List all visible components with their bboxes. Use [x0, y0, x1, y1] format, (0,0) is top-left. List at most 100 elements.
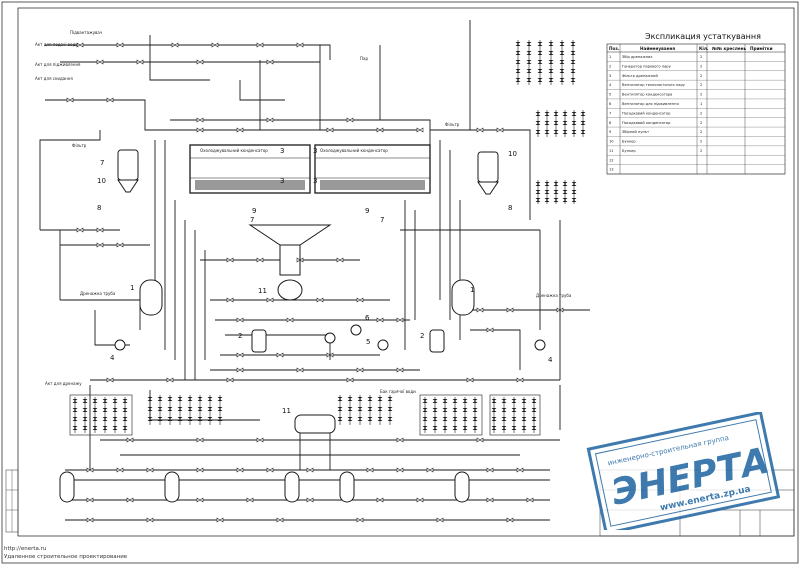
label-condenser-left: Охолоджувальний конденсатор: [200, 148, 268, 153]
gate-valve-icon: [66, 97, 74, 103]
legend-cell: Вентилятор технологічного пару: [622, 83, 686, 87]
valve-icon: [571, 182, 577, 186]
valve-icon: [515, 78, 521, 82]
valve-icon: [548, 51, 554, 55]
note-left-1: Акт для подачі води: [35, 42, 78, 47]
legend-cell: 2: [700, 140, 702, 144]
valve-icon: [357, 407, 363, 411]
valve-icon: [422, 426, 428, 430]
gate-valve-icon: [166, 377, 174, 383]
gate-valve-icon: [106, 377, 114, 383]
valve-icon: [501, 426, 507, 430]
valve-icon: [177, 397, 183, 401]
gate-valve-icon: [356, 297, 364, 303]
valve-icon: [559, 69, 565, 73]
valve-icon: [571, 198, 577, 202]
valve-icon: [347, 417, 353, 421]
valve-icon: [112, 399, 118, 403]
valve-icon: [491, 399, 497, 403]
valve-icon: [112, 417, 118, 421]
valve-icon: [535, 198, 541, 202]
valve-icon: [548, 78, 554, 82]
valve-icon: [102, 408, 108, 412]
gate-valve-icon: [236, 352, 244, 358]
valve-icon: [515, 60, 521, 64]
gate-valve-icon: [356, 367, 364, 373]
valve-icon: [207, 407, 213, 411]
valve-icon: [570, 78, 576, 82]
gate-valve-icon: [236, 317, 244, 323]
valve-icon: [422, 408, 428, 412]
valve-icon: [72, 426, 78, 430]
valve-icon: [377, 397, 383, 401]
enerta-stamp-logo: инженерно-строительная группа ЭНЕРТА www…: [586, 412, 781, 530]
legend-cell: 2: [700, 83, 702, 87]
valve-icon: [559, 78, 565, 82]
gate-valve-icon: [226, 297, 234, 303]
gate-valve-icon: [106, 97, 114, 103]
valve-icon: [553, 190, 559, 194]
gate-valve-icon: [266, 467, 274, 473]
valve-icon: [187, 397, 193, 401]
valve-icon: [544, 190, 550, 194]
valve-icon: [571, 112, 577, 116]
valve-icon: [548, 42, 554, 46]
gate-valve-icon: [276, 517, 284, 523]
gate-valve-icon: [126, 497, 134, 503]
valve-icon: [526, 69, 532, 73]
valve-icon: [112, 408, 118, 412]
valve-icon: [570, 60, 576, 64]
valve-icon: [442, 426, 448, 430]
valve-icon: [432, 417, 438, 421]
valve-icon: [571, 130, 577, 134]
label-steam-top: Пар: [360, 56, 368, 61]
gate-valve-icon: [236, 467, 244, 473]
valve-icon: [92, 426, 98, 430]
valve-icon: [217, 407, 223, 411]
gate-valve-icon: [266, 59, 274, 65]
valve-icon: [544, 121, 550, 125]
drawing-frame: [17, 7, 795, 537]
valve-icon: [187, 407, 193, 411]
label-loading: Підвантажувач: [70, 30, 102, 35]
callout-9-left: 9: [252, 207, 256, 215]
label-filter-lower: Фільтр: [72, 143, 87, 148]
valve-icon: [526, 60, 532, 64]
gate-valve-icon: [326, 127, 334, 133]
gate-valve-icon: [256, 437, 264, 443]
gate-valve-icon: [146, 517, 154, 523]
valve-icon: [432, 426, 438, 430]
gate-valve-icon: [286, 317, 294, 323]
gate-valve-icon: [171, 42, 179, 48]
valve-icon: [387, 397, 393, 401]
valve-icon: [197, 397, 203, 401]
label-drain-right: Дренажна труба: [536, 293, 572, 298]
gate-valve-icon: [346, 377, 354, 383]
gate-valve-icon: [196, 467, 204, 473]
valve-icon: [432, 399, 438, 403]
valve-icon: [570, 69, 576, 73]
gate-valve-icon: [486, 327, 494, 333]
footer-url[interactable]: http://enerta.ru: [4, 546, 47, 552]
gate-valve-icon: [146, 467, 154, 473]
valve-icon: [367, 417, 373, 421]
legend-header-qty: Кіл.: [699, 46, 709, 51]
legend-cell: 1: [609, 55, 611, 59]
valve-icon: [491, 408, 497, 412]
callout-7-left: 7: [100, 159, 104, 167]
valve-icon: [452, 408, 458, 412]
valve-icon: [157, 407, 163, 411]
gate-valve-icon: [336, 257, 344, 263]
valve-icon: [544, 198, 550, 202]
valve-icon: [462, 417, 468, 421]
valve-icon: [501, 417, 507, 421]
valve-icon: [521, 426, 527, 430]
gate-valve-icon: [126, 437, 134, 443]
legend-cell: 2: [700, 55, 702, 59]
gate-valve-icon: [256, 42, 264, 48]
valve-icon: [553, 121, 559, 125]
valve-icon: [432, 408, 438, 412]
valve-icon: [537, 60, 543, 64]
valve-icon: [553, 130, 559, 134]
